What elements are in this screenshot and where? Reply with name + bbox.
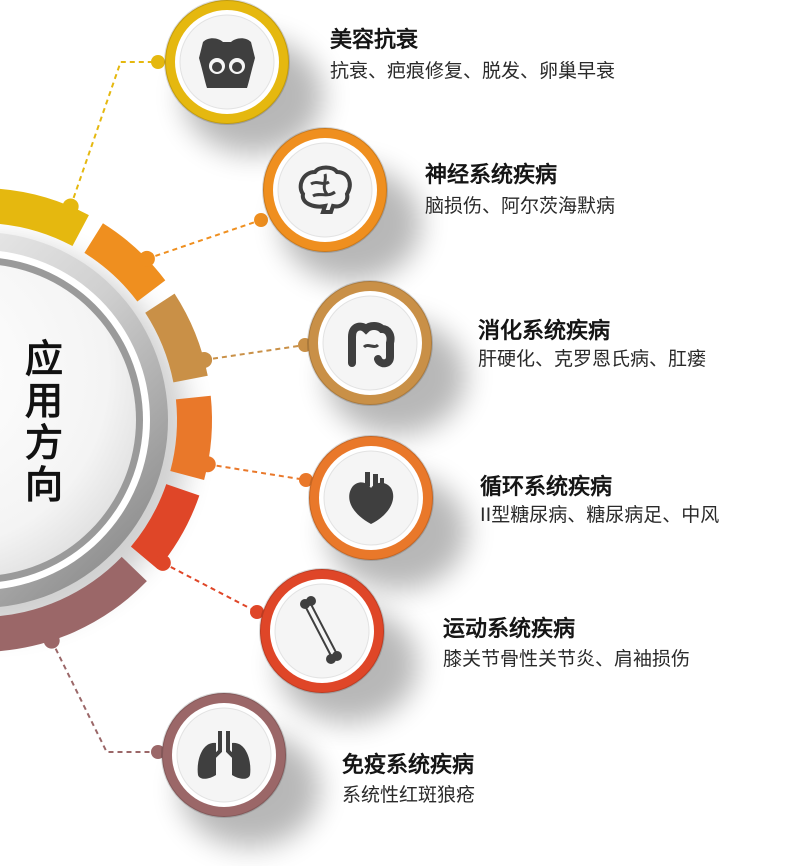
connector-dot xyxy=(196,351,213,368)
lungs-icon xyxy=(197,731,251,779)
connector-dot xyxy=(299,473,313,487)
badge-brain xyxy=(262,127,421,282)
item-desc-immune: 系统性红斑狼疮 xyxy=(342,784,476,806)
ring-segment xyxy=(170,395,212,481)
bone-icon xyxy=(300,596,342,664)
connector-dot xyxy=(250,605,264,619)
item-title-neuro: 神经系统疾病 xyxy=(425,163,558,188)
ring-segment xyxy=(130,484,200,570)
item-title-circulatory: 循环系统疾病 xyxy=(480,475,613,500)
connector-dot xyxy=(138,250,155,267)
center-title-char: 用 xyxy=(24,379,63,423)
connector-dot xyxy=(154,554,171,571)
badge-lungs xyxy=(161,692,320,847)
connector-line xyxy=(207,463,307,481)
ring-segment xyxy=(0,556,147,652)
item-desc-circulatory: II型糖尿病、糖尿病足、中风 xyxy=(480,504,720,526)
center-title-char: 方 xyxy=(24,421,63,465)
ring-segments xyxy=(0,188,212,652)
connector-dot xyxy=(62,198,79,215)
connector-lines xyxy=(43,55,313,759)
connector-dot xyxy=(151,745,165,759)
item-title-immune: 免疫系统疾病 xyxy=(342,753,475,778)
connector-dot xyxy=(254,213,268,227)
item-desc-neuro: 脑损伤、阿尔茨海默病 xyxy=(425,195,616,217)
item-badges xyxy=(161,0,467,847)
connector-dot xyxy=(151,55,165,69)
torso-icon xyxy=(199,38,255,88)
center-title-char: 应 xyxy=(24,337,63,381)
heart-icon xyxy=(349,472,394,524)
connector-line xyxy=(69,61,158,207)
connector-line xyxy=(146,219,262,260)
center-title-char: 向 xyxy=(24,463,63,507)
connector-line xyxy=(50,640,158,753)
badge-heart xyxy=(308,435,467,590)
connector-dot xyxy=(43,632,60,649)
brain-icon xyxy=(298,165,352,214)
badge-intestine xyxy=(307,280,466,435)
item-title-beauty: 美容抗衰 xyxy=(330,28,419,53)
central-hub xyxy=(0,233,189,631)
item-desc-motor: 膝关节骨性关节炎、肩袖损伤 xyxy=(443,648,691,670)
item-title-motor: 运动系统疾病 xyxy=(443,617,576,642)
item-desc-beauty: 抗衰、疤痕修复、脱发、卵巢早衰 xyxy=(330,60,616,82)
badge-bone xyxy=(259,568,418,723)
badge-torso xyxy=(164,0,323,154)
intestine-icon xyxy=(348,322,395,368)
center-title: 应 用 方 向 xyxy=(14,338,74,506)
connector-dot xyxy=(199,456,216,473)
connector-line xyxy=(162,561,258,613)
connector-line xyxy=(203,344,306,361)
item-desc-digestive: 肝硬化、克罗恩氏病、肛瘘 xyxy=(478,348,707,370)
ring-segment xyxy=(0,188,89,247)
ring-segment xyxy=(145,293,208,383)
ring-segment xyxy=(84,223,166,302)
item-title-digestive: 消化系统疾病 xyxy=(478,319,611,344)
